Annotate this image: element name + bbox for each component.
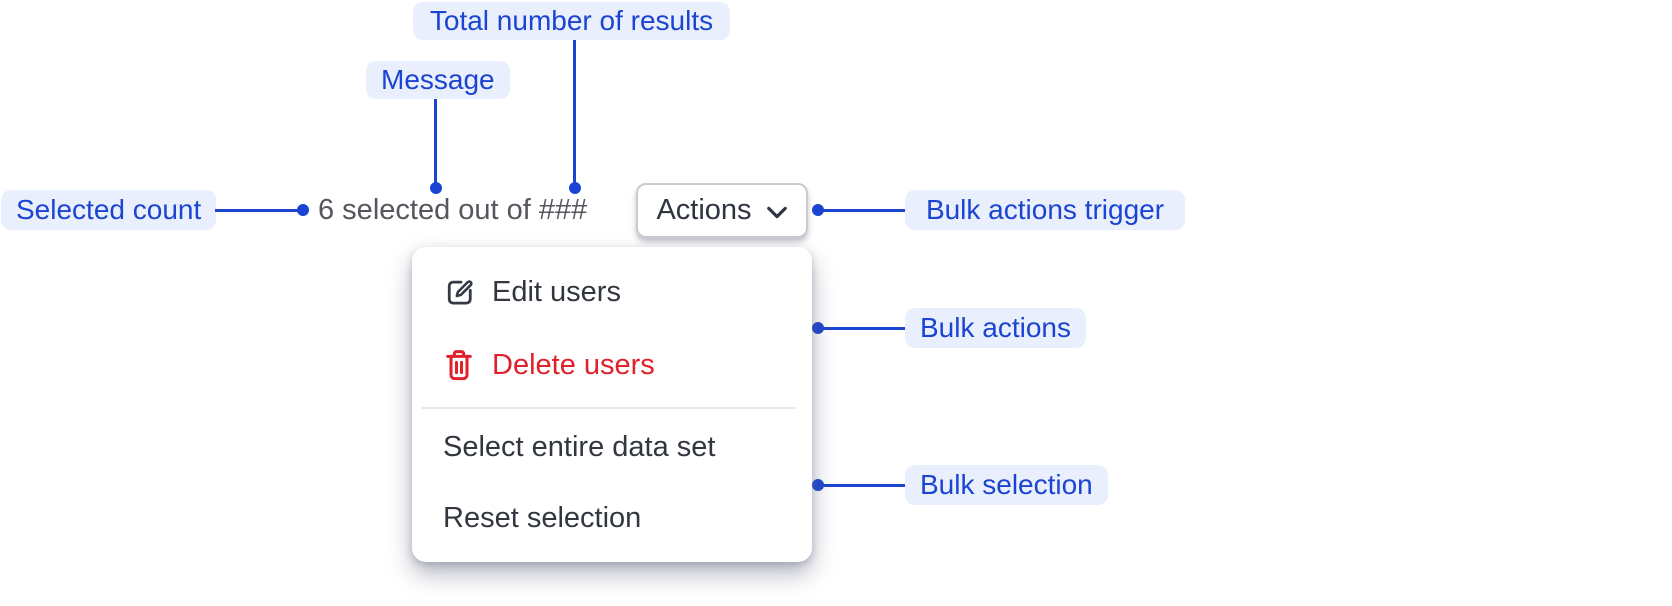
menu-item-delete-users[interactable]: Delete users bbox=[443, 336, 655, 394]
annotation-label-text: Bulk selection bbox=[920, 469, 1093, 500]
bulk-actions-trigger-button[interactable]: Actions bbox=[636, 183, 808, 238]
connector-line-selected-count bbox=[215, 209, 303, 212]
menu-item-select-entire-data-set[interactable]: Select entire data set bbox=[443, 418, 715, 476]
annotation-label-bulk-actions-trigger: Bulk actions trigger bbox=[905, 190, 1185, 230]
edit-icon bbox=[443, 276, 475, 308]
menu-item-label: Edit users bbox=[492, 275, 621, 308]
chevron-down-icon bbox=[766, 206, 788, 219]
annotation-label-bulk-actions: Bulk actions bbox=[905, 308, 1086, 348]
connector-line-message bbox=[434, 99, 437, 188]
connector-line-bulk-actions-trigger bbox=[818, 209, 905, 212]
annotation-label-message: Message bbox=[366, 61, 510, 99]
annotation-label-text: Message bbox=[381, 64, 495, 95]
connector-dot-bulk-actions bbox=[812, 322, 824, 334]
menu-item-label: Select entire data set bbox=[443, 430, 716, 463]
bulk-actions-menu: Edit users Delete users Select entire da… bbox=[412, 247, 812, 562]
annotation-label-text: Selected count bbox=[16, 194, 202, 225]
menu-item-label: Delete users bbox=[492, 348, 655, 381]
annotation-label-total-results: Total number of results bbox=[413, 2, 730, 40]
annotation-label-selected-count: Selected count bbox=[1, 190, 217, 230]
selected-count-message: 6 selected out of ### bbox=[318, 193, 588, 226]
connector-line-total-results bbox=[573, 40, 576, 188]
menu-item-label: Reset selection bbox=[443, 501, 642, 534]
annotation-label-text: Total number of results bbox=[429, 5, 714, 36]
annotation-label-text: Bulk actions trigger bbox=[925, 194, 1165, 225]
menu-item-reset-selection[interactable]: Reset selection bbox=[443, 489, 641, 547]
connector-line-bulk-actions bbox=[818, 327, 905, 330]
menu-item-edit-users[interactable]: Edit users bbox=[443, 263, 621, 321]
connector-dot-total-results bbox=[569, 182, 581, 194]
trash-icon bbox=[443, 348, 475, 382]
connector-dot-bulk-actions-trigger bbox=[812, 204, 824, 216]
annotation-label-bulk-selection: Bulk selection bbox=[905, 465, 1108, 505]
connector-line-bulk-selection bbox=[818, 484, 905, 487]
connector-dot-selected-count bbox=[297, 204, 309, 216]
actions-button-label: Actions bbox=[656, 194, 752, 226]
menu-divider bbox=[422, 407, 795, 409]
connector-dot-message bbox=[430, 182, 442, 194]
annotation-label-text: Bulk actions bbox=[920, 312, 1071, 343]
connector-dot-bulk-selection bbox=[812, 479, 824, 491]
